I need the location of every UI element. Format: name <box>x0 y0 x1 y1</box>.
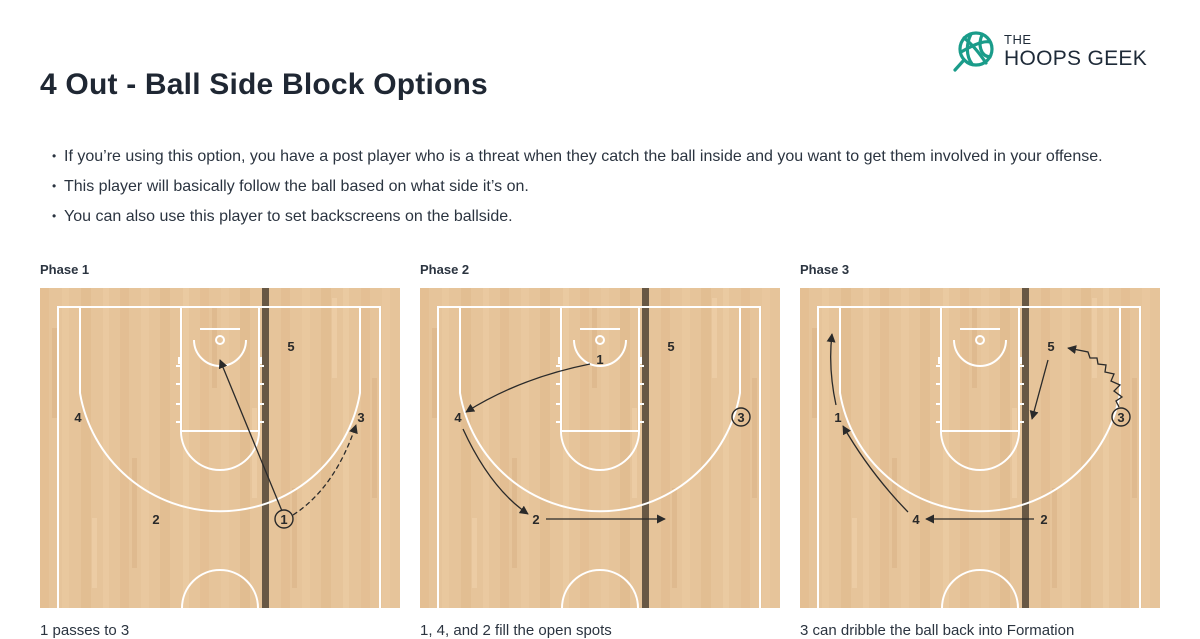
dribble-arrow <box>1067 345 1124 408</box>
player-2: 2 <box>532 512 539 527</box>
phase-label: Phase 1 <box>40 262 90 277</box>
cut-arrow <box>462 428 529 515</box>
svg-text:1: 1 <box>280 512 287 527</box>
basketball-icon <box>953 31 994 72</box>
svg-text:3: 3 <box>1117 410 1124 425</box>
player-3-ball: 3 <box>1111 407 1131 427</box>
phase-label: Phase 2 <box>420 262 470 277</box>
phase-caption: 1, 4, and 2 fill the open spots <box>420 622 612 639</box>
brand-line1: THE <box>1004 32 1032 47</box>
player-5: 5 <box>667 339 674 354</box>
cut-arrow <box>1029 359 1049 420</box>
phase-label: Phase 3 <box>800 262 850 277</box>
pass-arrow <box>292 424 358 516</box>
bullet-item: This player will basically follow the ba… <box>52 176 1103 206</box>
court-diagram: 1 2 3 4 5 <box>800 288 1160 608</box>
bullet-item: If you’re using this option, you have a … <box>52 146 1103 176</box>
player-1: 1 <box>596 352 603 367</box>
player-3-ball: 3 <box>731 407 751 427</box>
phase-1-panel: Phase 1 1 2 3 4 5 1 passes to 3 <box>40 262 400 639</box>
brand-line2: HOOPS GEEK <box>1004 47 1148 70</box>
player-5: 5 <box>287 339 294 354</box>
cut-arrow <box>465 363 591 413</box>
phase-caption: 3 can dribble the ball back into Formati… <box>800 622 1075 639</box>
page-title: 4 Out - Ball Side Block Options <box>40 68 488 101</box>
player-5: 5 <box>1047 339 1054 354</box>
court-diagram: 1 2 3 4 5 <box>40 288 400 608</box>
player-4: 4 <box>74 410 82 425</box>
bullet-list: If you’re using this option, you have a … <box>52 146 1103 236</box>
brand-wordmark: THE HOOPS GEEK <box>1004 33 1147 69</box>
phase-3-panel: Phase 3 1 2 3 4 5 3 can dribble the ball… <box>800 262 1160 639</box>
court-diagram: 1 2 3 4 5 <box>420 288 780 608</box>
player-1-ball: 1 <box>274 509 294 529</box>
player-1: 1 <box>834 410 841 425</box>
svg-text:3: 3 <box>737 410 744 425</box>
cut-arrow <box>842 425 909 513</box>
cut-arrow <box>218 359 283 512</box>
player-4: 4 <box>912 512 920 527</box>
bullet-item: You can also use this player to set back… <box>52 206 1103 236</box>
brand-logo[interactable]: THE HOOPS GEEK <box>952 30 1147 72</box>
player-4: 4 <box>454 410 462 425</box>
player-3: 3 <box>357 410 364 425</box>
player-2: 2 <box>152 512 159 527</box>
phase-2-panel: Phase 2 1 2 3 4 5 1, 4, and 2 fill the o… <box>420 262 780 639</box>
phase-caption: 1 passes to 3 <box>40 622 130 639</box>
player-2: 2 <box>1040 512 1047 527</box>
cut-arrow <box>826 333 837 406</box>
